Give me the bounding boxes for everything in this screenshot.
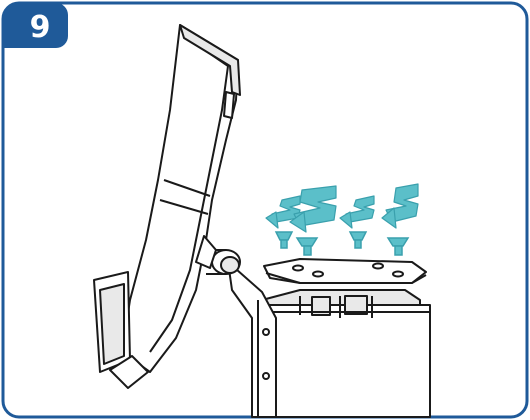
screw-3 bbox=[350, 232, 366, 248]
mount-arm bbox=[228, 262, 276, 417]
stand-column bbox=[262, 290, 430, 417]
rotation-arrow-3 bbox=[340, 196, 374, 228]
rotation-arrow-4 bbox=[382, 184, 418, 228]
screw-2 bbox=[297, 238, 317, 255]
screw-4 bbox=[388, 238, 408, 255]
tablet-housing bbox=[94, 25, 240, 388]
screw-1 bbox=[276, 232, 292, 248]
mounting-plate bbox=[264, 259, 426, 283]
step-number: 9 bbox=[20, 10, 60, 46]
